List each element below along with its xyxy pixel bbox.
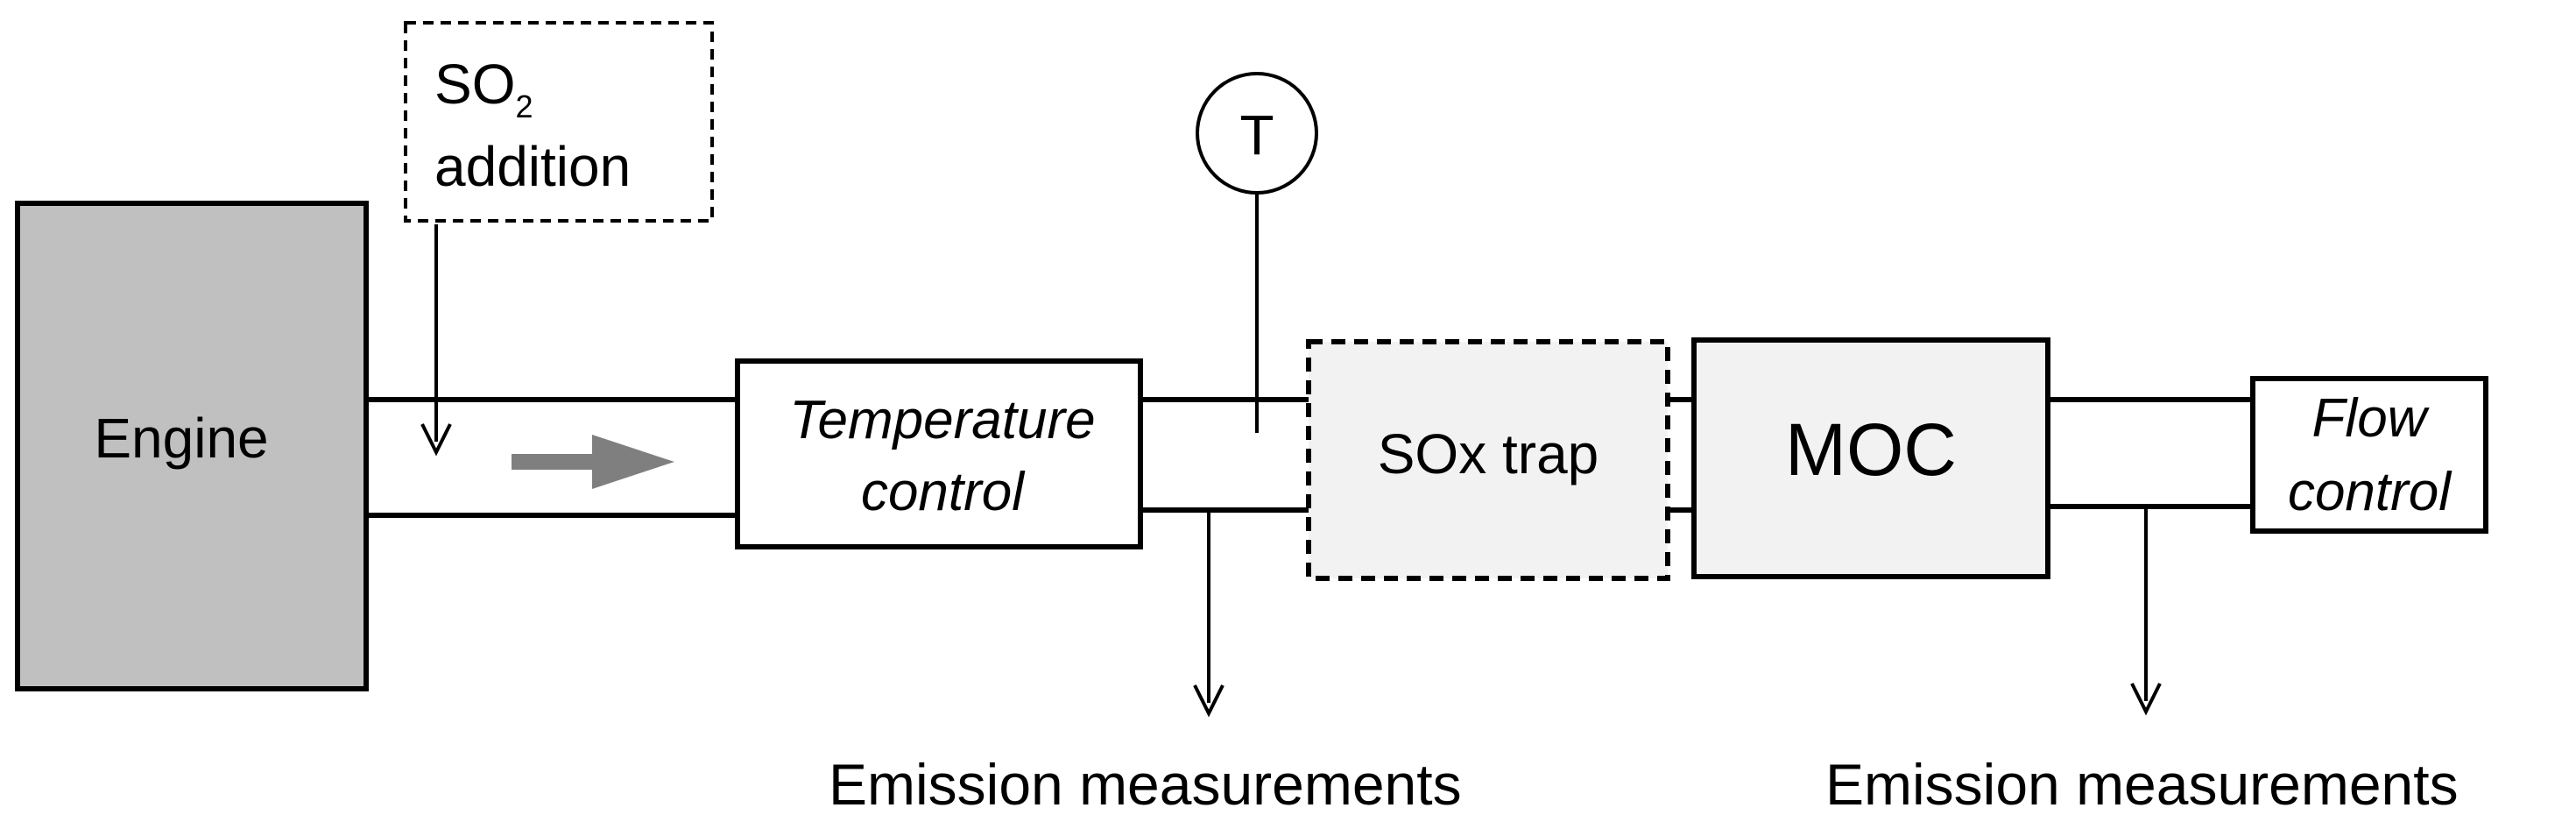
- moc-block: MOC: [1691, 337, 2050, 579]
- engine-block: Engine: [15, 201, 369, 691]
- flow-control-block: Flow control: [2250, 376, 2488, 534]
- flow-arrow-shaft: [512, 454, 596, 470]
- emission-tap-1-arrowhead: [1193, 684, 1224, 718]
- so2-subscript: 2: [515, 89, 533, 124]
- temperature-control-line2: control: [861, 462, 1026, 522]
- flow-direction-arrow: [512, 435, 674, 489]
- emission-tap-1: Emission measurements: [829, 512, 1462, 817]
- so2-addition-block: SO2 addition: [404, 21, 714, 457]
- so2-injection-arrowhead: [420, 423, 452, 457]
- so2-addition-line2: addition: [434, 135, 631, 198]
- emission-measurements-label-1: Emission measurements: [829, 752, 1462, 817]
- sox-trap-block: SOx trap: [1306, 339, 1670, 581]
- emission-measurements-label-2: Emission measurements: [1825, 752, 2459, 817]
- emission-tap-2: Emission measurements: [1825, 507, 2459, 817]
- temperature-sensor-label: T: [1239, 103, 1274, 167]
- so2-addition-box: [404, 21, 714, 223]
- flow-control-line1: Flow: [2312, 388, 2431, 449]
- so2-addition-label: SO2: [434, 53, 533, 124]
- temperature-control-box: [735, 358, 1143, 549]
- moc-label: MOC: [1785, 408, 1957, 491]
- sox-trap-box: [1306, 339, 1670, 581]
- engine-label: Engine: [94, 407, 268, 470]
- flow-control-line2: control: [2288, 462, 2452, 522]
- so2-prefix: SO: [434, 53, 515, 116]
- temperature-control-block: Temperature control: [735, 358, 1143, 549]
- temperature-control-line1: Temperature: [789, 390, 1095, 450]
- flow-arrow-head: [592, 435, 674, 489]
- flow-control-box: [2250, 376, 2488, 534]
- emission-tap-2-arrowhead: [2130, 683, 2162, 716]
- temperature-sensor: T: [1196, 72, 1318, 433]
- exhaust-pipe-lines: [368, 397, 2253, 518]
- sox-trap-label: SOx trap: [1378, 422, 1599, 485]
- engine-box: [15, 201, 369, 691]
- moc-box: [1691, 337, 2050, 579]
